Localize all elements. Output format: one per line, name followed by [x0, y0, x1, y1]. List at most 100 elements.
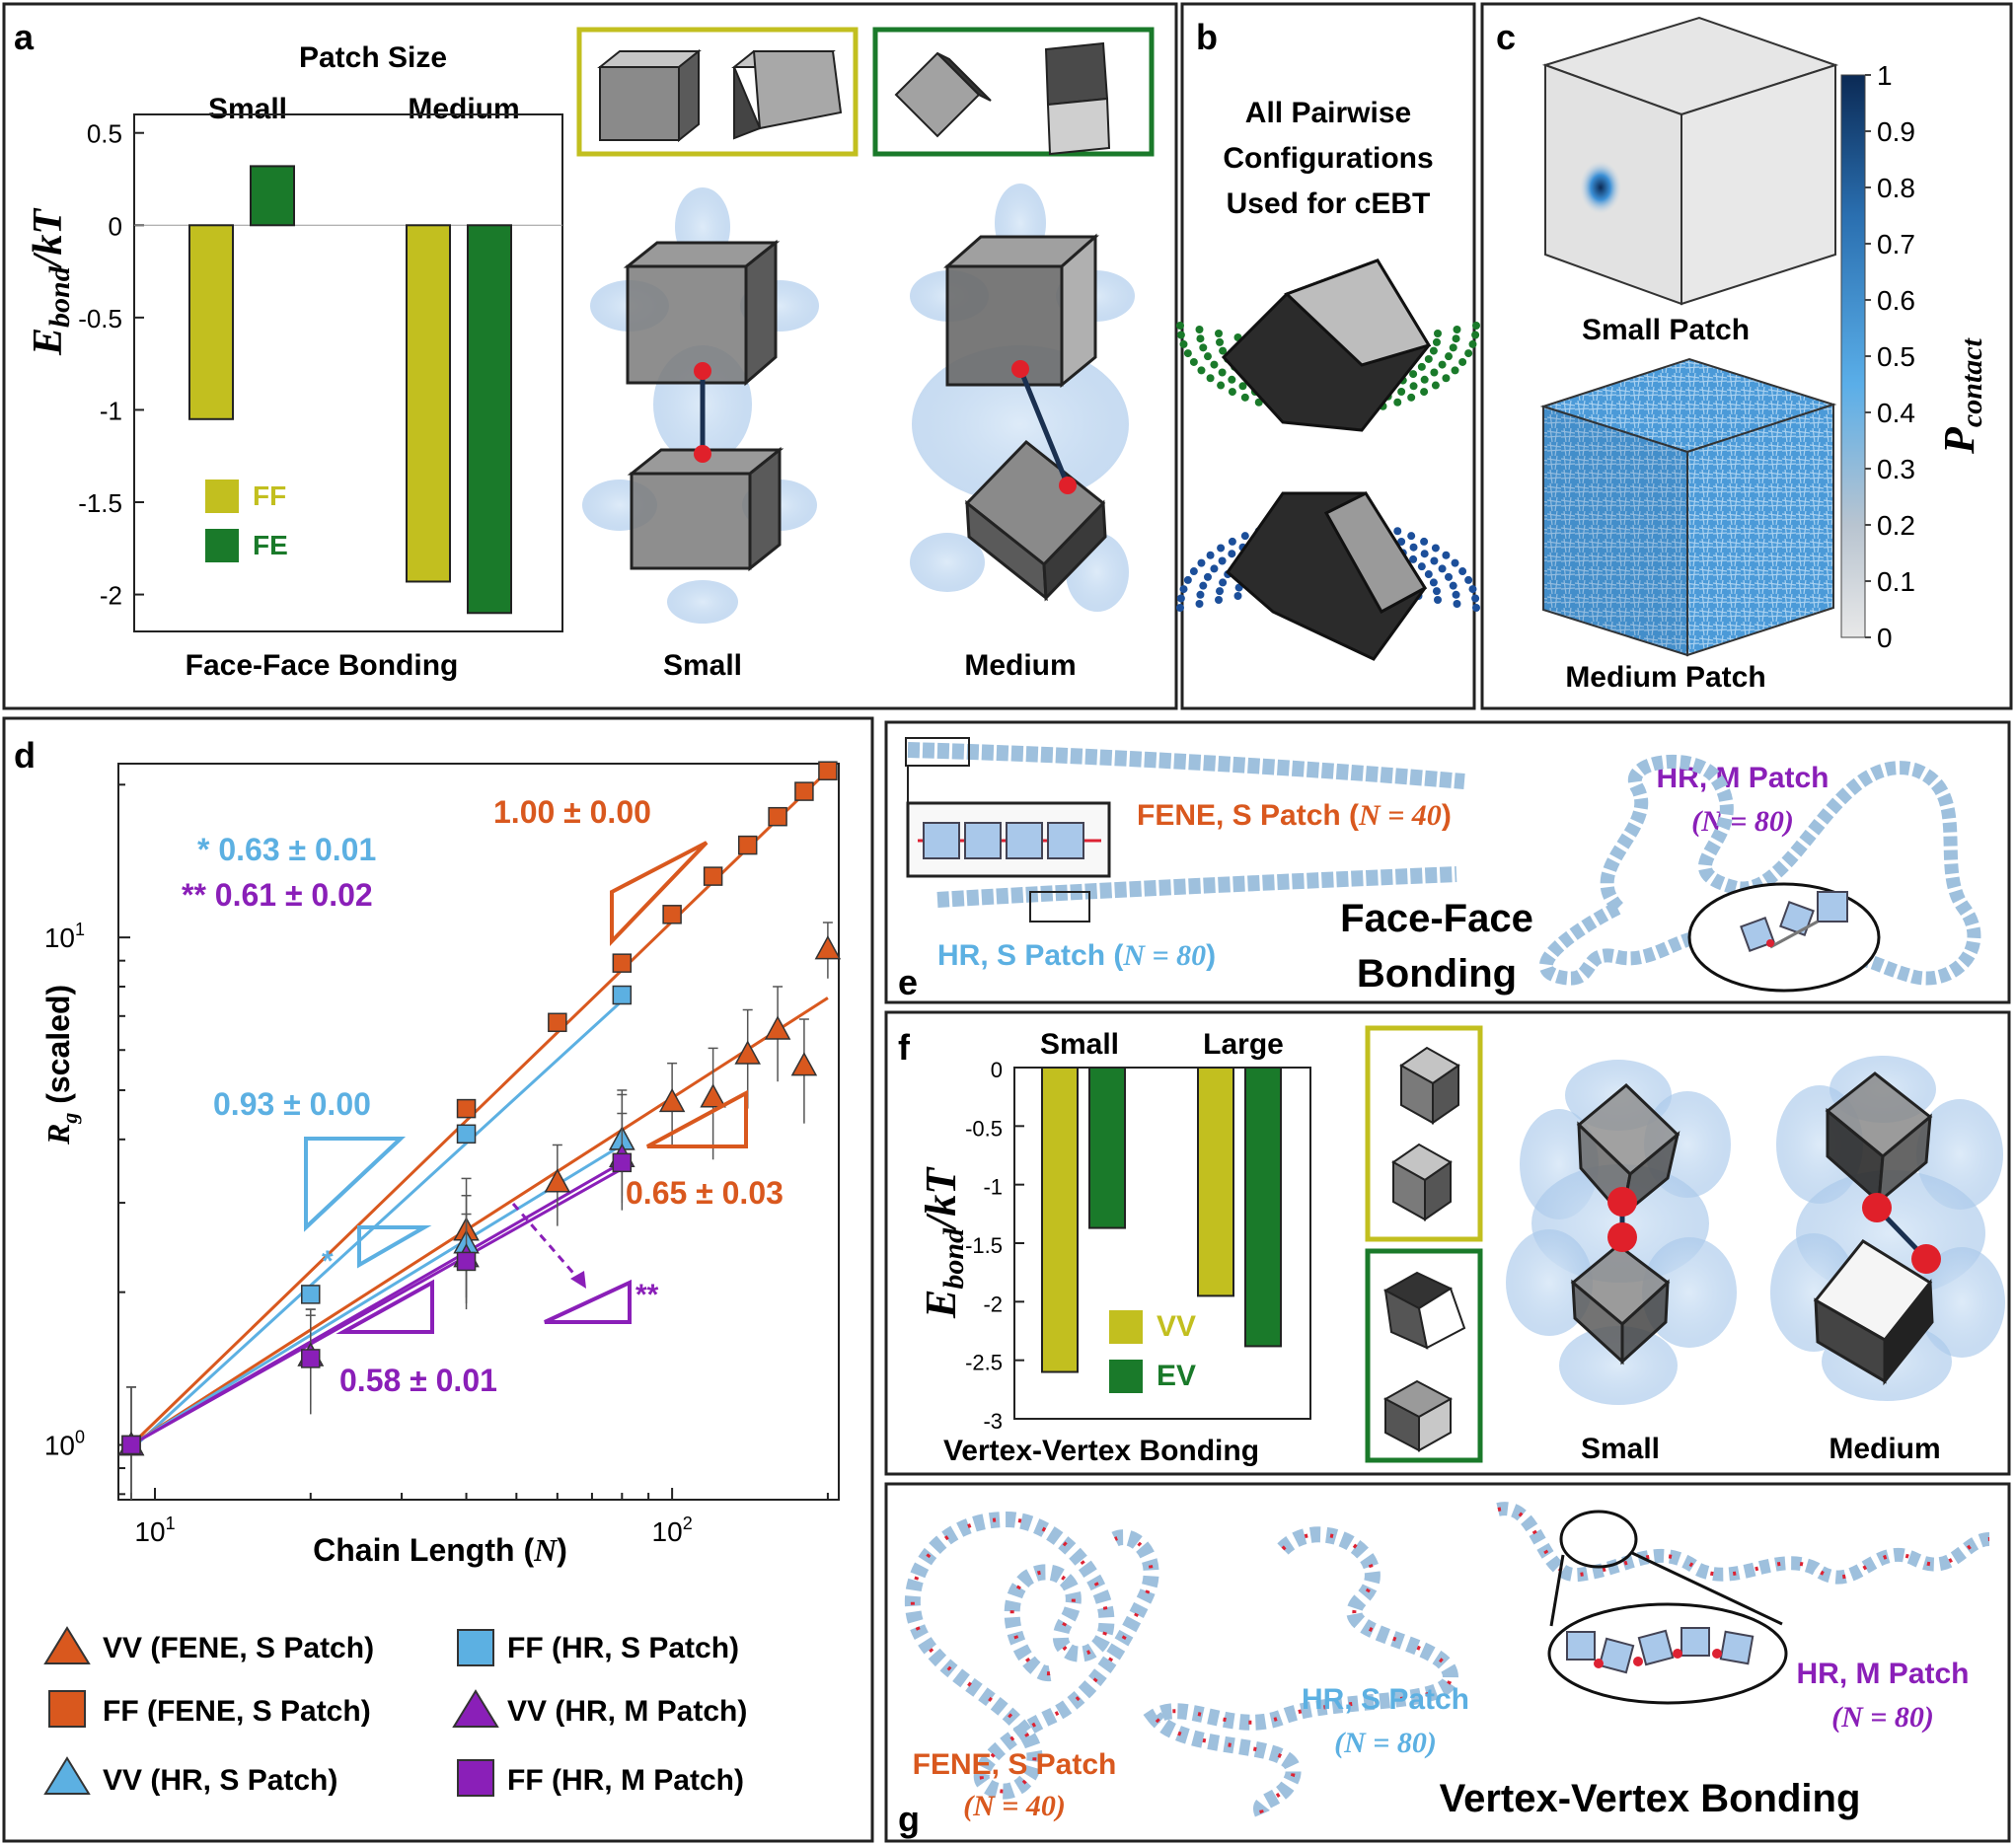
- y-tick-label: -0.5: [78, 304, 122, 333]
- colorbar-tick-label: 0.5: [1877, 341, 1915, 372]
- colorbar-tick-label: 0.7: [1877, 229, 1915, 259]
- d-axes: [117, 763, 840, 1501]
- annotation-orange-low: 0.65 ± 0.03: [626, 1175, 784, 1211]
- panel-f-frame: [884, 1010, 2011, 1476]
- e-fene-label: FENE, S Patch (N = 40): [1137, 799, 1452, 832]
- legend-d-item-4: VV (HR, S Patch): [103, 1764, 337, 1797]
- medium-label: Medium: [408, 93, 519, 125]
- config-dot: [1464, 349, 1473, 358]
- data-point-square: [703, 866, 723, 886]
- config-dot: [1195, 600, 1204, 608]
- config-dot: [1228, 537, 1236, 546]
- config-dot: [1219, 578, 1228, 587]
- config-dot: [1197, 558, 1206, 567]
- annotation-star: * 0.63 ± 0.01: [197, 832, 376, 867]
- y-tick-label: 100: [44, 1427, 85, 1460]
- b-title-line-2: Configurations: [1223, 142, 1433, 175]
- config-dot: [1240, 393, 1249, 402]
- panel-c-frame: [1480, 2, 2013, 710]
- config-dot: [1429, 578, 1438, 587]
- e-fene-n: N = 40: [1358, 799, 1442, 832]
- y-tick-label: -2: [983, 1292, 1003, 1316]
- colorbar-tick-label: 0.9: [1877, 116, 1915, 147]
- config-dot: [1452, 590, 1460, 599]
- d-xlabel-text: Chain Length (: [313, 1532, 534, 1568]
- config-dot: [1215, 330, 1223, 337]
- panel-label-a: a: [14, 17, 35, 57]
- data-point-square: [818, 761, 838, 780]
- config-dot: [1228, 550, 1236, 558]
- colorbar-tick-label: 0.8: [1877, 173, 1915, 203]
- data-point-square: [612, 985, 633, 1005]
- panel-label-b: b: [1196, 17, 1218, 57]
- config-dot: [1445, 352, 1454, 361]
- g-hr-s-n: (N = 80): [1334, 1727, 1437, 1759]
- colorbar-label-sub: contact: [1956, 336, 1988, 427]
- config-dot: [1453, 326, 1461, 333]
- legend-d-item-0: VV (FENE, S Patch): [103, 1632, 374, 1664]
- panel-label-g: g: [898, 1799, 920, 1839]
- small-label: Small: [208, 93, 287, 125]
- bar-vv-large: [1197, 1067, 1234, 1297]
- legend-d-item-5: FF (HR, M Patch): [507, 1764, 744, 1797]
- data-point-triangle: [790, 1052, 818, 1076]
- config-dot: [1176, 331, 1185, 339]
- y-tick-label: 0: [109, 211, 122, 241]
- d-ylabel-g: g: [57, 1113, 82, 1125]
- vv-chain-hr-s: [1143, 1526, 1459, 1819]
- config-dot: [1206, 374, 1215, 383]
- d-xlabel: Chain Length (N): [313, 1532, 567, 1568]
- config-dot: [1449, 581, 1457, 590]
- colorbar-tick-label: 0.6: [1877, 285, 1915, 316]
- config-dot: [1431, 381, 1440, 390]
- vv-small-pair: [1506, 1060, 1737, 1405]
- config-dot: [1452, 334, 1460, 343]
- config-dot: [1176, 322, 1184, 330]
- ff-chain-fene: [905, 737, 1465, 878]
- vv-medium-pair: [1770, 1056, 2005, 1401]
- config-dot: [1472, 322, 1480, 330]
- config-dot: [1206, 551, 1215, 559]
- e-caption-1: Face-Face: [1340, 897, 1533, 940]
- data-point-triangle: [734, 1040, 761, 1065]
- config-dot: [1420, 375, 1429, 384]
- y-tick-label: -1.5: [78, 488, 122, 518]
- bar-ff-medium: [406, 224, 451, 583]
- panel-label-d: d: [14, 735, 36, 775]
- config-dot: [1458, 567, 1467, 576]
- config-dot: [1434, 330, 1442, 337]
- data-point-square: [456, 1098, 477, 1119]
- panel-d-frame: [2, 716, 874, 1843]
- config-dot: [1218, 368, 1227, 377]
- bar-ff-small: [188, 224, 234, 420]
- bar-ev-large: [1244, 1067, 1282, 1348]
- config-dot: [1445, 572, 1454, 581]
- config-dot: [1432, 337, 1441, 346]
- colorbar-tick-label: 0.1: [1877, 566, 1915, 597]
- legend-d-item-1: FF (HR, S Patch): [507, 1632, 739, 1664]
- config-dot: [1218, 556, 1227, 565]
- config-dot: [1240, 532, 1249, 541]
- panel-label-c: c: [1496, 17, 1516, 57]
- config-dot: [1430, 368, 1439, 377]
- annotation-orange-top: 1.00 ± 0.00: [493, 794, 651, 830]
- e-hr-s-n: N = 80: [1122, 939, 1206, 972]
- data-point-triangle: [544, 1168, 571, 1193]
- fit-line: [129, 999, 624, 1451]
- medium-patch-caption-c: Medium Patch: [1565, 661, 1765, 694]
- config-dot: [1203, 572, 1212, 581]
- legend-ev-swatch: [1109, 1360, 1143, 1393]
- config-dot: [1183, 575, 1192, 584]
- legend-d: VV (FENE, S Patch) FF (HR, S Patch) FF (…: [43, 1626, 747, 1797]
- chart-a-axes: [133, 113, 563, 632]
- data-point-square: [662, 905, 682, 924]
- config-dot: [1210, 360, 1219, 369]
- config-dot: [1407, 532, 1416, 541]
- g-hr-s-label: HR, S Patch: [1302, 1683, 1469, 1716]
- small-patch-cube: [1541, 16, 1839, 306]
- a-ylabel: Ebond/kT: [26, 207, 76, 356]
- config-dot: [1176, 594, 1185, 603]
- config-dot: [1438, 360, 1447, 369]
- ev-config-box: [1365, 1248, 1483, 1463]
